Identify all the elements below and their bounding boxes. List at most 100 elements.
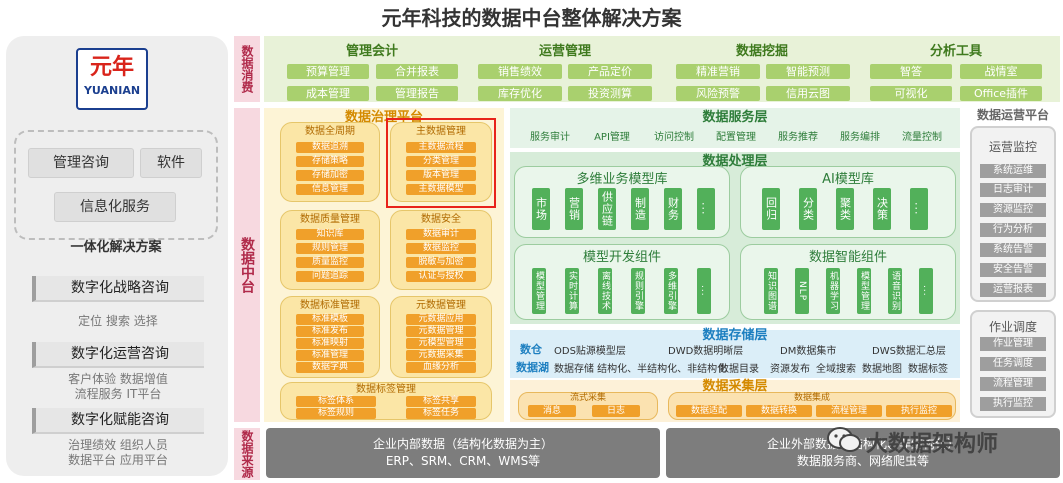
- source-internal-line2: ERP、SRM、CRM、WMS等: [385, 454, 541, 468]
- gov-tag: 标签规则: [296, 408, 376, 419]
- source-internal-line1: 企业内部数据（结构化数据为主）: [372, 437, 553, 451]
- consulting-operation-sub2: 流程服务 IT平台: [74, 387, 162, 401]
- proc-tag: 模型管理: [857, 268, 871, 314]
- consume-tag: 库存优化: [478, 86, 562, 101]
- consulting-strategy-sub: 定位 搜索 选择: [78, 314, 158, 328]
- watermark-text: 大数据架构师: [866, 432, 999, 457]
- gov-tag: 知识库: [296, 229, 364, 240]
- gov-tag: 问题追踪: [296, 271, 364, 282]
- proc-box-title: 模型开发组件: [582, 250, 661, 265]
- ops-tag: 系统运维: [980, 164, 1046, 178]
- coll-tag: 数据转换: [746, 405, 812, 417]
- gov-tag: 数据监控: [406, 243, 476, 254]
- storage-item: ODS贴源模型层: [554, 346, 626, 357]
- source-external-line2: 数据服务商、网络爬虫等: [796, 454, 929, 468]
- consume-tag: 可视化: [870, 86, 952, 101]
- consulting-enable: 数字化赋能咨询: [32, 408, 204, 434]
- storage-item: DM数据集市: [780, 346, 837, 357]
- consume-title-3: 数据挖掘: [735, 44, 788, 59]
- gov-tag: 标签任务: [406, 408, 476, 419]
- consume-tag: 合并报表: [376, 64, 458, 79]
- gov-tag: 存储加密: [296, 170, 364, 181]
- proc-tag: 实时计算: [565, 268, 579, 314]
- service-layer: [510, 108, 960, 148]
- storage-item: 数据存储 结构化、半结构化、非结构化: [554, 364, 728, 375]
- storage-item: 资源发布: [770, 364, 810, 375]
- consulting-operation: 数字化运营咨询: [32, 342, 204, 368]
- proc-box-dev: [514, 244, 730, 320]
- gov-tag: 元数据管理: [406, 326, 476, 337]
- gov-tag: 数据审计: [406, 229, 476, 240]
- gov-tag: 主数据模型: [406, 184, 476, 195]
- consulting-enable-sub1: 治理绩效 组织人员: [68, 438, 168, 452]
- ops-tag: 资源监控: [980, 203, 1046, 217]
- gov-tag: 分类管理: [406, 156, 476, 167]
- coll-tag: 执行监控: [886, 405, 952, 417]
- gov-tag: 质量监控: [296, 257, 364, 268]
- logo-cn: 元年: [89, 54, 134, 80]
- gov-tag: 标签体系: [296, 396, 376, 407]
- proc-tag: 聚类: [836, 188, 854, 230]
- consume-tag: Office插件: [960, 86, 1042, 101]
- highlight-box: [386, 118, 496, 208]
- consume-tag: 产品定价: [568, 64, 652, 79]
- ops-tag: 行为分析: [980, 223, 1046, 237]
- gov-tag: 数据追溯: [296, 142, 364, 153]
- ops-tag: 日志审计: [980, 183, 1046, 197]
- services-group: [14, 130, 218, 240]
- ops-box-title: 作业调度: [988, 320, 1037, 334]
- proc-tag: 市场: [532, 188, 550, 230]
- proc-tag: ...: [919, 268, 933, 314]
- ops-tag: 系统告警: [980, 243, 1046, 257]
- gov-tag: 元模型管理: [406, 338, 476, 349]
- proc-box-title: 多维业务模型库: [576, 172, 668, 187]
- storage-item: 全域搜索: [816, 364, 856, 375]
- proc-tag: ...: [697, 268, 711, 314]
- proc-box-title: 数据智能组件: [808, 250, 887, 265]
- service-it: 信息化服务: [54, 192, 176, 222]
- side-label-source: 数据来源: [234, 428, 260, 480]
- storage-layer: [510, 330, 960, 378]
- governance-title: 数据治理平台: [344, 110, 423, 125]
- gov-tag: 元数据应用: [406, 314, 476, 325]
- ops-box-title: 运营监控: [988, 140, 1037, 154]
- proc-tag: 知识图谱: [764, 268, 778, 314]
- proc-tag: ...: [697, 188, 715, 230]
- proc-tag: 营销: [565, 188, 583, 230]
- storage-item: DWD数据明晰层: [668, 346, 744, 357]
- gov-tag: 存储策略: [296, 156, 364, 167]
- gov-box-title: 数据全周期: [305, 126, 355, 137]
- storage-item: 数据地图: [862, 364, 902, 375]
- service-item: 流量控制: [902, 132, 942, 143]
- consume-title-2: 运营管理: [538, 44, 591, 59]
- consume-tag: 信用云图: [766, 86, 850, 101]
- proc-tag: NLP: [795, 268, 809, 314]
- proc-tag: 离线技术: [598, 268, 612, 314]
- side-label-center: 数据中台: [234, 108, 260, 422]
- gov-tag: 标准模板: [296, 314, 364, 325]
- source-external-line1: 企业外部数据（结构化、非结构化）: [766, 437, 959, 451]
- proc-box-business: [514, 166, 730, 238]
- storage-item: 数据标签: [908, 364, 948, 375]
- consume-tag: 风险预警: [676, 86, 760, 101]
- consume-tag: 投资测算: [568, 86, 652, 101]
- ops-tag: 运营报表: [980, 283, 1046, 297]
- service-layer-title: 数据服务层: [702, 110, 768, 125]
- proc-tag: 供应链: [598, 188, 616, 230]
- storage-item: 数据目录: [719, 364, 759, 375]
- service-item: API管理: [594, 132, 630, 143]
- storage-layer-title: 数据存储层: [702, 328, 768, 343]
- proc-tag: 模型管理: [532, 268, 546, 314]
- gov-box-title: 数据质量管理: [300, 214, 360, 225]
- ops-tag: 流程管理: [980, 377, 1046, 391]
- gov-tag: 血缘分析: [406, 362, 476, 373]
- coll-tag: 数据适配: [676, 405, 742, 417]
- consume-tag: 成本管理: [287, 86, 369, 101]
- proc-tag: 回归: [762, 188, 780, 230]
- consulting-strategy: 数字化战略咨询: [32, 276, 204, 302]
- coll-tag: 日志: [592, 405, 640, 417]
- consume-title-1: 管理会计: [345, 44, 398, 59]
- ops-tag: 作业管理: [980, 337, 1046, 351]
- gov-tag: 标准管理: [296, 350, 364, 361]
- consume-title-4: 分析工具: [929, 44, 982, 59]
